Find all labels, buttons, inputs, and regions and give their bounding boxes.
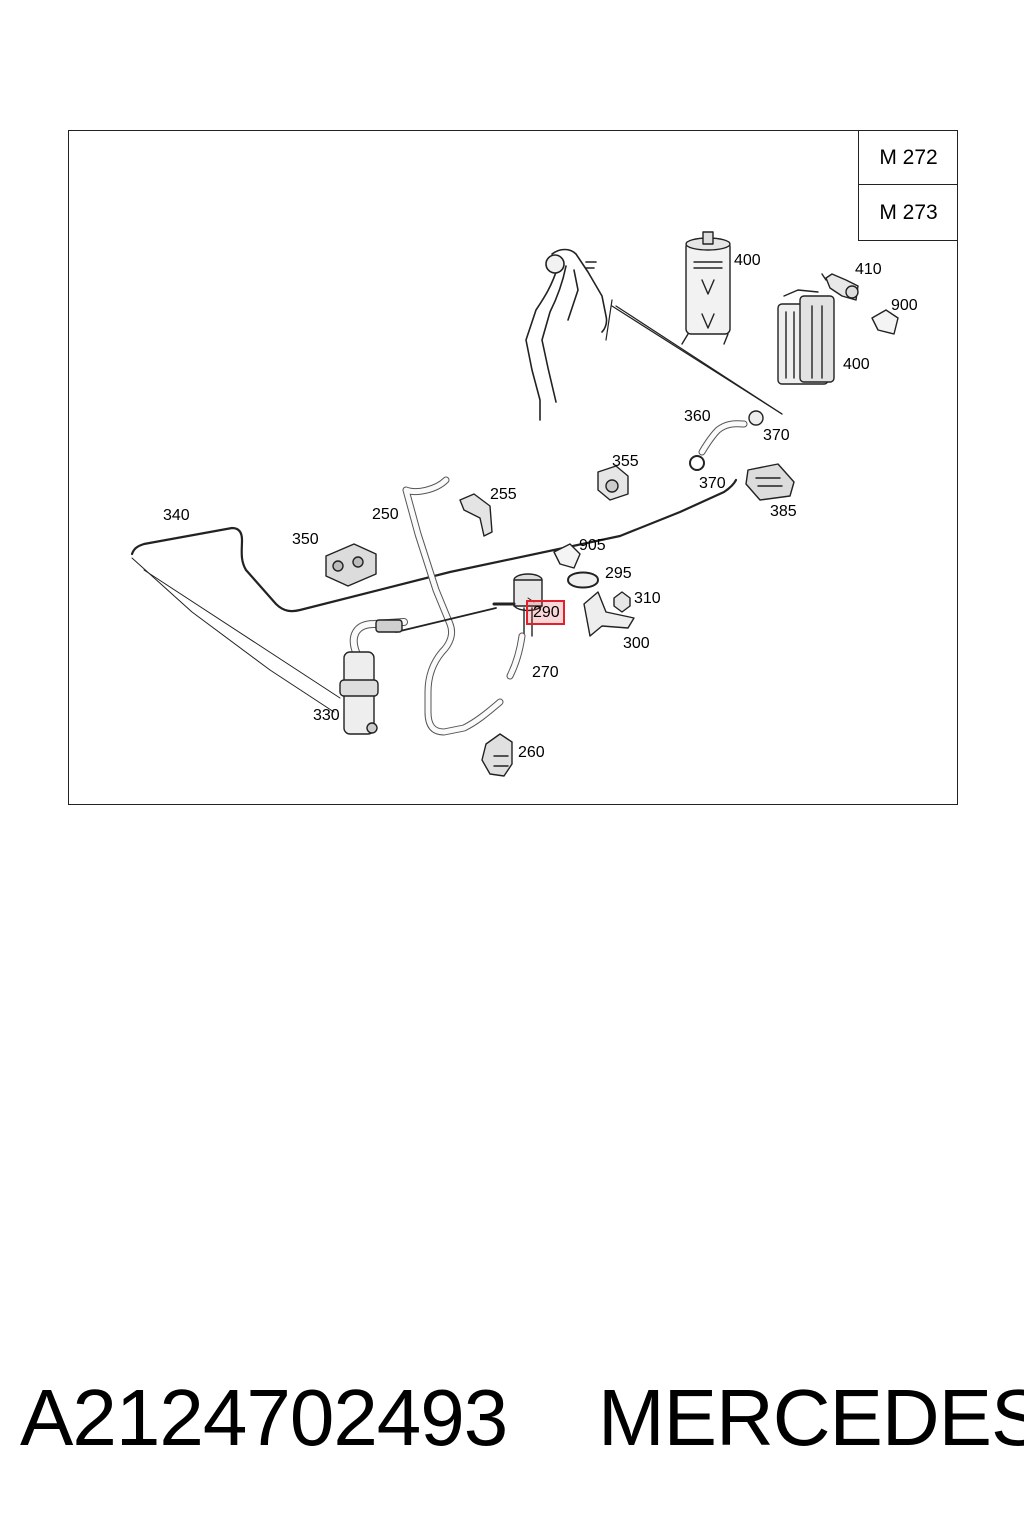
leader-line xyxy=(611,305,783,415)
part-number: A2124702493 xyxy=(20,1373,508,1462)
clamp-370-upper xyxy=(748,410,764,426)
callout-355[interactable]: 355 xyxy=(612,453,639,470)
clamp-370-lower xyxy=(689,455,705,471)
callout-900[interactable]: 900 xyxy=(891,297,918,314)
bracket-355 xyxy=(597,465,629,501)
line-340 xyxy=(130,478,738,613)
callout-400-upper[interactable]: 400 xyxy=(734,252,761,269)
bracket-300 xyxy=(583,591,635,637)
canister-400-upper xyxy=(681,231,731,345)
callout-385[interactable]: 385 xyxy=(770,503,797,520)
hose-assembly xyxy=(525,248,608,421)
clip-350 xyxy=(325,543,377,587)
tag-900 xyxy=(871,309,899,335)
callout-360[interactable]: 360 xyxy=(684,408,711,425)
callout-400-lower[interactable]: 400 xyxy=(843,356,870,373)
bracket-260 xyxy=(481,733,513,777)
engine-variant-table: M 272 M 273 xyxy=(858,130,958,241)
callout-260[interactable]: 260 xyxy=(518,744,545,761)
footer: A2124702493 MERCEDES xyxy=(0,1370,1024,1470)
clamp-295 xyxy=(567,571,599,589)
callout-350[interactable]: 350 xyxy=(292,531,319,548)
callout-410[interactable]: 410 xyxy=(855,261,882,278)
engine-variant-m273: M 273 xyxy=(879,201,938,224)
parts-diagram xyxy=(130,231,899,777)
nut-310 xyxy=(613,591,631,613)
callout-370-lower[interactable]: 370 xyxy=(699,475,726,492)
callout-270[interactable]: 270 xyxy=(532,664,559,681)
line-to-290 xyxy=(395,607,497,633)
valve-410 xyxy=(821,273,859,301)
callout-330[interactable]: 330 xyxy=(313,707,340,724)
bracket-255 xyxy=(459,493,493,537)
callout-300[interactable]: 300 xyxy=(623,635,650,652)
callout-290-highlighted[interactable]: 290 xyxy=(526,600,565,625)
brand-name: MERCEDES xyxy=(598,1373,1024,1462)
callout-295[interactable]: 295 xyxy=(605,565,632,582)
callout-310[interactable]: 310 xyxy=(634,590,661,607)
canister-400-lower xyxy=(777,289,835,385)
diagram-frame xyxy=(68,130,958,805)
engine-variant-m272: M 272 xyxy=(859,130,958,185)
filter-330 xyxy=(339,618,408,735)
leader-line-340 xyxy=(143,569,341,699)
callout-340[interactable]: 340 xyxy=(163,507,190,524)
clip-385 xyxy=(745,463,795,501)
callout-255[interactable]: 255 xyxy=(490,486,517,503)
callout-370-upper[interactable]: 370 xyxy=(763,427,790,444)
callout-250[interactable]: 250 xyxy=(372,506,399,523)
tag-905 xyxy=(553,543,581,569)
callout-905[interactable]: 905 xyxy=(579,537,606,554)
